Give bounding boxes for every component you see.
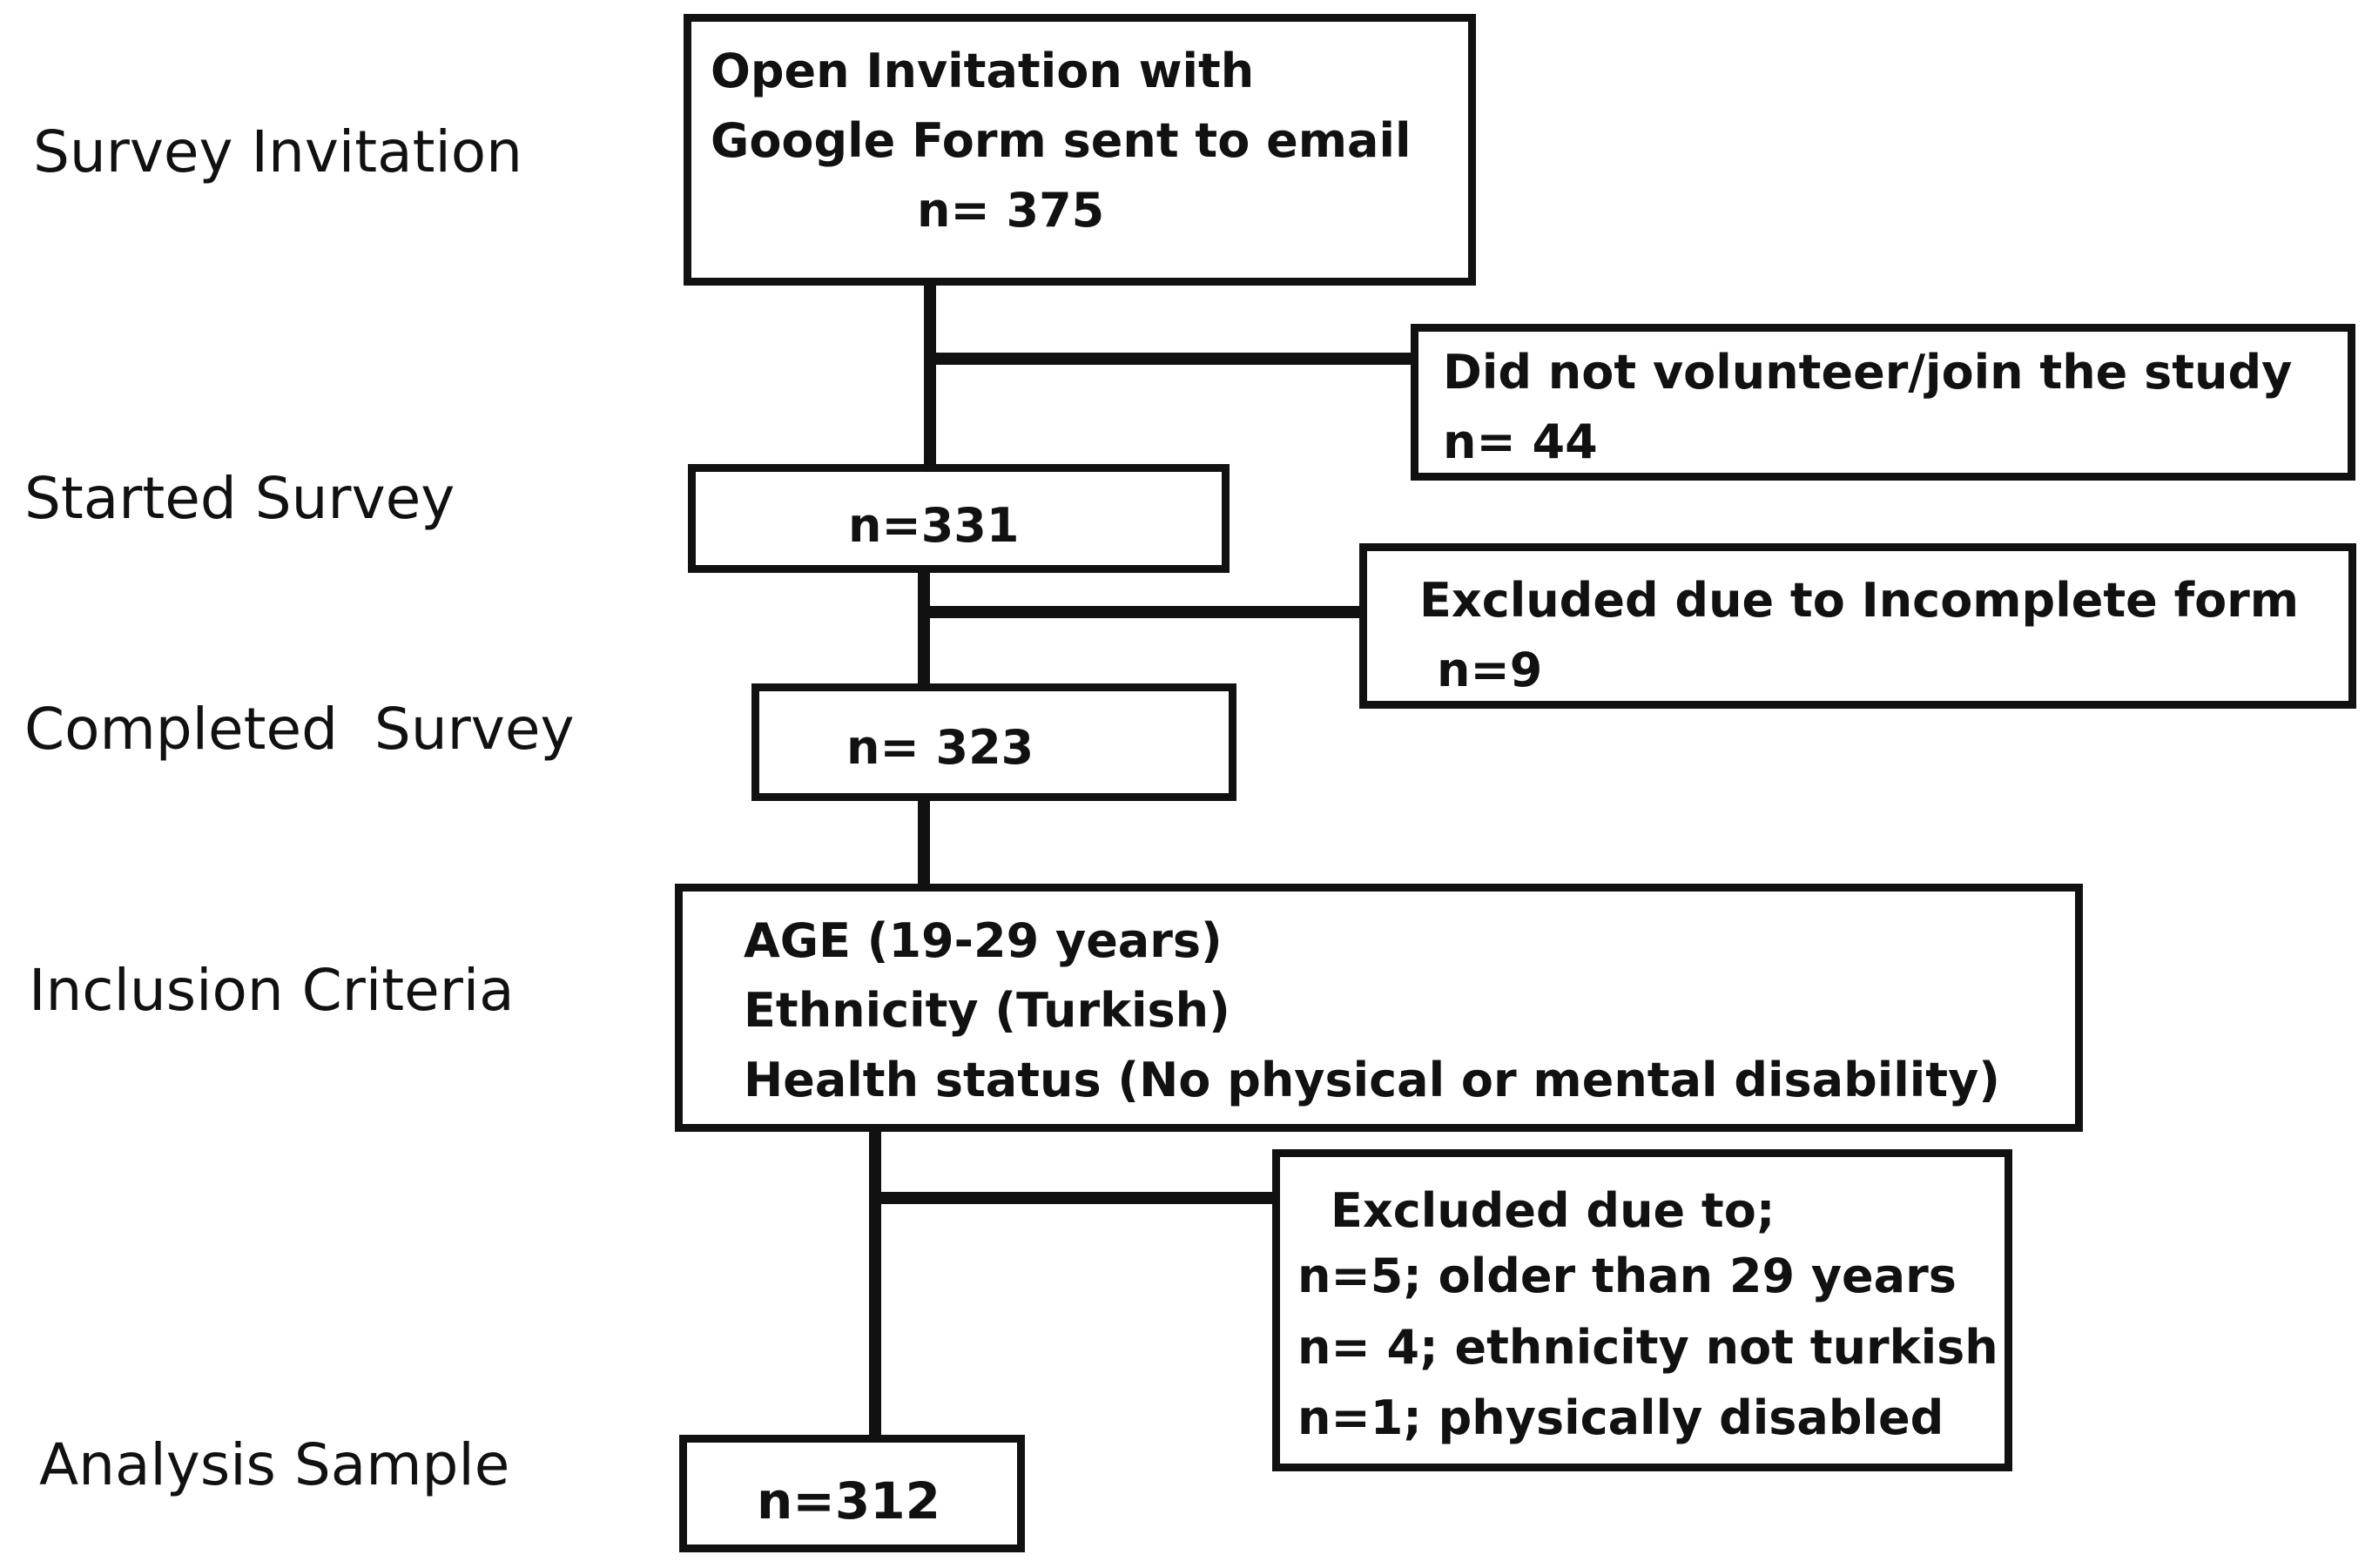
stage-label-analysis-sample: Analysis Sample — [39, 1431, 510, 1498]
connector-branch-no-join — [924, 353, 1411, 365]
stage-label-completed-survey: Completed Survey — [24, 696, 575, 763]
analysis-box: n=312 — [679, 1435, 1025, 1552]
no-join-box-count: n= 44 — [1443, 414, 1598, 469]
completed-box-count: n= 323 — [846, 720, 1034, 775]
excluded-reason-age: n=5; older than 29 years — [1297, 1248, 1957, 1303]
connector-branch-excluded — [869, 1192, 1272, 1204]
invitation-box-count: n= 375 — [917, 183, 1105, 238]
excluded-box-heading: Excluded due to; — [1331, 1183, 1775, 1238]
invitation-box-line-2: Google Form sent to email — [711, 113, 1412, 168]
inclusion-criterion-ethnicity: Ethnicity (Turkish) — [744, 983, 1230, 1038]
connector-inclusion-to-analysis — [869, 1123, 881, 1435]
inclusion-criterion-health: Health status (No physical or mental dis… — [744, 1053, 2000, 1107]
excluded-reason-ethnicity: n= 4; ethnicity not turkish — [1297, 1320, 1998, 1375]
started-box: n=331 — [688, 464, 1230, 573]
invitation-box: Open Invitation with Google Form sent to… — [684, 14, 1476, 286]
incomplete-box: Excluded due to Incomplete form n=9 — [1359, 543, 2356, 709]
stage-label-inclusion-criteria: Inclusion Criteria — [29, 957, 515, 1024]
completed-box: n= 323 — [751, 683, 1236, 801]
inclusion-criterion-age: AGE (19-29 years) — [744, 913, 1223, 968]
stage-label-survey-invitation: Survey Invitation — [33, 118, 522, 185]
connector-branch-incomplete — [918, 606, 1359, 618]
stage-label-started-survey: Started Survey — [24, 465, 455, 532]
started-box-count: n=331 — [848, 498, 1020, 553]
inclusion-box: AGE (19-29 years) Ethnicity (Turkish) He… — [675, 884, 2083, 1132]
analysis-box-count: n=312 — [757, 1471, 940, 1531]
connector-started-to-completed — [918, 564, 930, 688]
incomplete-box-line-1: Excluded due to Incomplete form — [1419, 573, 2300, 628]
invitation-box-line-1: Open Invitation with — [711, 44, 1255, 98]
excluded-box: Excluded due to; n=5; older than 29 year… — [1272, 1149, 2012, 1471]
connector-completed-to-inclusion — [918, 792, 930, 888]
no-join-box: Did not volunteer/join the study n= 44 — [1411, 324, 2355, 481]
incomplete-box-count: n=9 — [1437, 643, 1543, 697]
connector-invitation-to-started — [924, 280, 936, 470]
no-join-box-line-1: Did not volunteer/join the study — [1443, 345, 2293, 400]
excluded-reason-disability: n=1; physically disabled — [1297, 1390, 1944, 1445]
